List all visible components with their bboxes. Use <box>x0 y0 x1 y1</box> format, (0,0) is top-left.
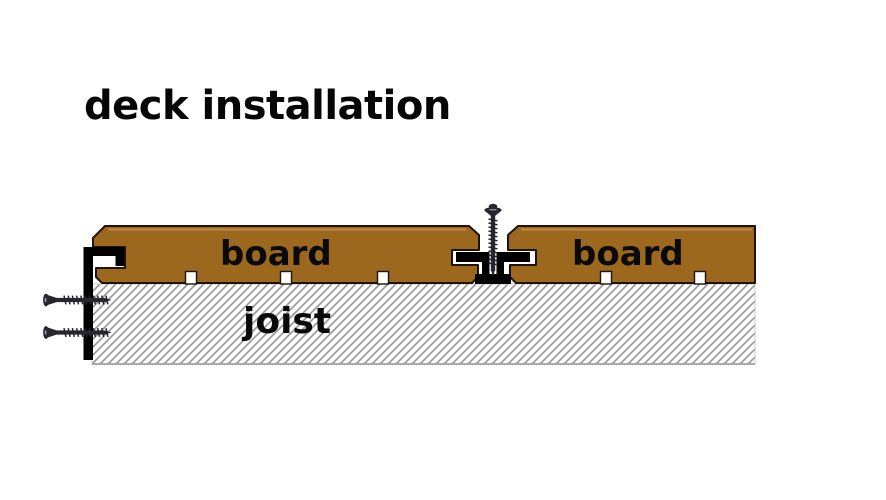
starter-clip-flange <box>83 247 124 256</box>
clip-base <box>475 274 511 284</box>
clip-wall-right <box>496 252 504 278</box>
starter-screw-bottom <box>43 326 112 339</box>
starter-clip-bar <box>83 247 93 360</box>
starter-screw-top <box>43 293 112 307</box>
drainage-groove <box>599 270 613 285</box>
board-left-label: board <box>220 234 332 274</box>
screw-threads <box>63 295 109 305</box>
clip-wing-right <box>497 252 530 262</box>
starter-clip <box>83 247 124 360</box>
clip-wall-left <box>482 252 490 278</box>
screw-shaft <box>56 330 104 335</box>
drainage-groove <box>693 270 707 285</box>
screw-shaft <box>56 297 104 303</box>
screw-tip <box>104 297 112 303</box>
screw-shaft <box>490 213 496 271</box>
screw-tip <box>490 269 496 278</box>
clip-wing-left <box>456 252 489 262</box>
board-right-label: board <box>572 234 684 274</box>
screw-head-glint <box>44 297 47 303</box>
diagram-title: deck installation <box>84 83 451 129</box>
joist-label: joist <box>243 301 332 342</box>
joist-cross-section <box>91 283 756 365</box>
screw-threads <box>63 327 109 338</box>
deck-screw-vertical <box>484 203 502 278</box>
drainage-groove <box>376 270 390 285</box>
screw-threads <box>488 218 498 266</box>
drainage-groove <box>279 270 293 285</box>
screw-neck <box>47 327 57 338</box>
screw-tip <box>104 330 112 335</box>
screw-head-glint <box>44 330 47 335</box>
deck-board-right <box>507 225 756 284</box>
screw-neck <box>47 294 57 306</box>
drainage-grooves <box>184 270 707 285</box>
hidden-fastener-clip <box>456 252 530 284</box>
drainage-groove <box>184 270 198 285</box>
starter-clip-hook <box>115 247 124 266</box>
